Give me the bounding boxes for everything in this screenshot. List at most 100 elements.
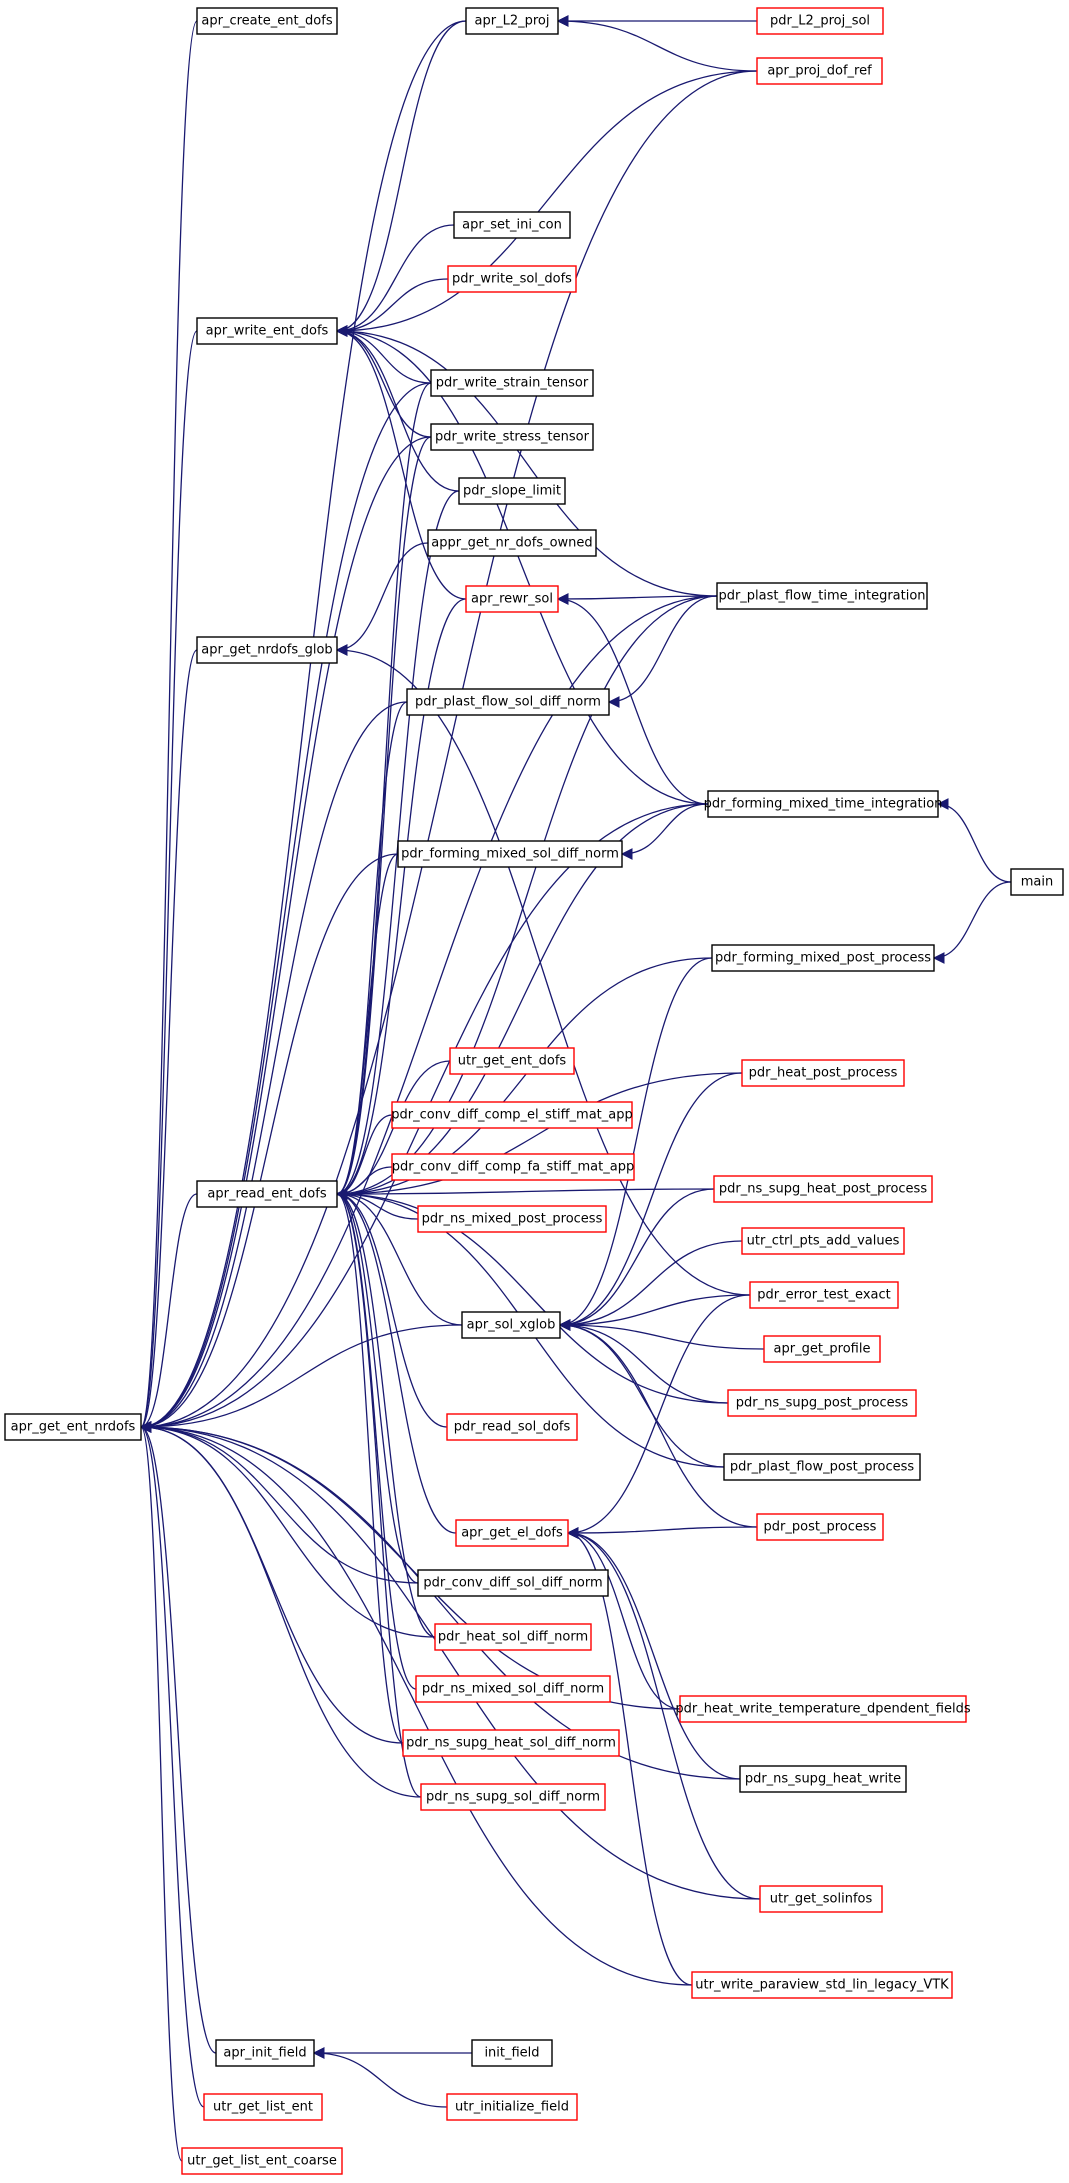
node-pdr_write_strain_tensor[interactable]: pdr_write_strain_tensor <box>430 369 594 397</box>
call-edge-apr_get_el_dofs-to-apr_read_ent_dofs <box>335 1188 457 1534</box>
call-edge-apr_get_profile-to-apr_sol_xglob <box>558 1319 765 1350</box>
call-edge-pdr_ns_supg_heat_write-to-apr_get_ent_nrdofs <box>139 1421 741 1780</box>
node-box <box>415 1675 611 1703</box>
node-label: pdr_forming_mixed_time_integration <box>704 797 943 812</box>
node-utr_ctrl_pts_add_values[interactable]: utr_ctrl_pts_add_values <box>741 1227 905 1255</box>
node-label: appr_get_nr_dofs_owned <box>431 536 592 551</box>
node-utr_get_list_ent_coarse[interactable]: utr_get_list_ent_coarse <box>181 2147 343 2175</box>
node-pdr_ns_supg_sol_diff_norm[interactable]: pdr_ns_supg_sol_diff_norm <box>420 1783 606 1811</box>
node-box <box>391 1101 633 1129</box>
call-edge-pdr_plast_flow_time_integration-to-pdr_plast_flow_sol_diff_norm <box>607 595 718 708</box>
node-main[interactable]: main <box>1010 868 1064 896</box>
node-utr_get_solinfos[interactable]: utr_get_solinfos <box>759 1885 883 1913</box>
node-pdr_plast_flow_time_integration[interactable]: pdr_plast_flow_time_integration <box>716 582 928 610</box>
node-apr_get_el_dofs[interactable]: apr_get_el_dofs <box>455 1519 569 1547</box>
call-edge-pdr_error_test_exact-to-apr_get_nrdofs_glob <box>335 644 751 1296</box>
call-edge-pdr_write_strain_tensor-to-apr_write_ent_dofs <box>335 325 432 384</box>
node-pdr_slope_limit[interactable]: pdr_slope_limit <box>458 477 566 505</box>
node-pdr_heat_post_process[interactable]: pdr_heat_post_process <box>741 1059 905 1087</box>
node-pdr_conv_diff_sol_diff_norm[interactable]: pdr_conv_diff_sol_diff_norm <box>417 1569 609 1597</box>
node-label: pdr_L2_proj_sol <box>770 14 870 29</box>
node-label: utr_ctrl_pts_add_values <box>747 1234 900 1249</box>
call-edge-apr_get_nrdofs_glob-to-apr_get_ent_nrdofs <box>139 649 198 1433</box>
call-edge-apr_create_ent_dofs-to-apr_get_ent_nrdofs <box>139 20 198 1433</box>
call-edge-pdr_plast_flow_time_integration-to-apr_write_ent_dofs <box>335 325 718 597</box>
node-apr_sol_xglob[interactable]: apr_sol_xglob <box>461 1311 561 1339</box>
node-label: pdr_ns_supg_heat_write <box>745 1772 901 1787</box>
call-edge-apr_L2_proj-to-apr_write_ent_dofs <box>335 20 467 337</box>
node-label: utr_get_ent_dofs <box>458 1054 567 1069</box>
node-pdr_conv_diff_comp_el_stiff_mat_app[interactable]: pdr_conv_diff_comp_el_stiff_mat_app <box>391 1101 633 1129</box>
node-label: init_field <box>484 2046 539 2061</box>
node-pdr_L2_proj_sol[interactable]: pdr_L2_proj_sol <box>756 7 884 35</box>
node-apr_rewr_sol[interactable]: apr_rewr_sol <box>465 585 559 613</box>
node-pdr_ns_mixed_sol_diff_norm[interactable]: pdr_ns_mixed_sol_diff_norm <box>415 1675 611 1703</box>
node-box <box>759 1885 883 1913</box>
call-edge-utr_write_paraview_std_lin_legacy_VTK-to-apr_get_ent_nrdofs <box>139 1421 693 1986</box>
node-pdr_ns_supg_heat_write[interactable]: pdr_ns_supg_heat_write <box>739 1765 907 1793</box>
node-pdr_forming_mixed_time_integration[interactable]: pdr_forming_mixed_time_integration <box>704 790 943 818</box>
node-box <box>741 1059 905 1087</box>
node-pdr_read_sol_dofs[interactable]: pdr_read_sol_dofs <box>446 1413 578 1441</box>
node-pdr_ns_supg_post_process[interactable]: pdr_ns_supg_post_process <box>727 1389 917 1417</box>
node-apr_read_ent_dofs[interactable]: apr_read_ent_dofs <box>196 1180 338 1208</box>
node-pdr_post_process[interactable]: pdr_post_process <box>756 1513 884 1541</box>
node-pdr_forming_mixed_post_process[interactable]: pdr_forming_mixed_post_process <box>711 944 935 972</box>
node-pdr_ns_mixed_post_process[interactable]: pdr_ns_mixed_post_process <box>417 1205 607 1233</box>
call-edge-pdr_write_strain_tensor-to-apr_get_ent_nrdofs <box>139 382 432 1433</box>
node-box <box>741 1227 905 1255</box>
node-appr_get_nr_dofs_owned[interactable]: appr_get_nr_dofs_owned <box>427 529 597 557</box>
call-edge-pdr_heat_post_process-to-apr_sol_xglob <box>558 1072 743 1331</box>
node-apr_set_ini_con[interactable]: apr_set_ini_con <box>453 211 571 239</box>
edges-layer <box>139 15 1012 2162</box>
node-box <box>406 688 610 716</box>
node-apr_proj_dof_ref[interactable]: apr_proj_dof_ref <box>756 57 883 85</box>
node-pdr_plast_flow_sol_diff_norm[interactable]: pdr_plast_flow_sol_diff_norm <box>406 688 610 716</box>
node-pdr_ns_supg_heat_post_process[interactable]: pdr_ns_supg_heat_post_process <box>713 1175 933 1203</box>
call-edge-utr_get_list_ent-to-apr_get_ent_nrdofs <box>139 1421 205 2108</box>
node-pdr_heat_sol_diff_norm[interactable]: pdr_heat_sol_diff_norm <box>434 1623 592 1651</box>
node-label: pdr_conv_diff_sol_diff_norm <box>423 1576 602 1591</box>
node-pdr_plast_flow_post_process[interactable]: pdr_plast_flow_post_process <box>723 1453 921 1481</box>
node-label: utr_get_list_ent_coarse <box>187 2154 337 2169</box>
call-edge-utr_ctrl_pts_add_values-to-apr_sol_xglob <box>558 1240 743 1331</box>
call-edge-pdr_forming_mixed_time_integration-to-pdr_forming_mixed_sol_diff_norm <box>620 803 709 860</box>
call-edge-pdr_error_test_exact-to-apr_get_el_dofs <box>566 1294 751 1539</box>
call-edge-apr_proj_dof_ref-to-apr_L2_proj <box>556 15 758 72</box>
node-pdr_forming_mixed_sol_diff_norm[interactable]: pdr_forming_mixed_sol_diff_norm <box>397 840 623 868</box>
node-label: apr_get_nrdofs_glob <box>201 643 332 658</box>
node-label: utr_get_solinfos <box>770 1892 873 1907</box>
call-edge-pdr_forming_mixed_post_process-to-apr_sol_xglob <box>558 957 713 1331</box>
call-edge-appr_get_nr_dofs_owned-to-apr_get_nrdofs_glob <box>335 542 429 656</box>
node-apr_write_ent_dofs[interactable]: apr_write_ent_dofs <box>196 317 338 345</box>
call-edge-pdr_write_sol_dofs-to-apr_write_ent_dofs <box>335 278 449 337</box>
node-apr_L2_proj[interactable]: apr_L2_proj <box>465 7 559 35</box>
node-apr_get_nrdofs_glob[interactable]: apr_get_nrdofs_glob <box>196 636 338 664</box>
node-utr_get_list_ent[interactable]: utr_get_list_ent <box>203 2093 323 2121</box>
call-edge-pdr_read_sol_dofs-to-apr_read_ent_dofs <box>335 1188 448 1428</box>
node-label: utr_write_paraview_std_lin_legacy_VTK <box>695 1978 949 1993</box>
node-pdr_conv_diff_comp_fa_stiff_mat_app[interactable]: pdr_conv_diff_comp_fa_stiff_mat_app <box>391 1153 635 1181</box>
node-label: pdr_forming_mixed_sol_diff_norm <box>401 847 619 862</box>
node-apr_init_field[interactable]: apr_init_field <box>215 2039 315 2067</box>
node-pdr_heat_write_temperature_dpendent_fields[interactable]: pdr_heat_write_temperature_dpendent_fiel… <box>675 1695 971 1723</box>
node-init_field[interactable]: init_field <box>471 2039 553 2067</box>
node-pdr_ns_supg_heat_sol_diff_norm[interactable]: pdr_ns_supg_heat_sol_diff_norm <box>402 1729 620 1757</box>
call-edge-apr_read_ent_dofs-to-apr_get_ent_nrdofs <box>139 1193 198 1433</box>
node-label: pdr_conv_diff_comp_fa_stiff_mat_app <box>392 1160 634 1175</box>
call-edge-apr_init_field-to-apr_get_ent_nrdofs <box>139 1421 217 2054</box>
node-label: pdr_heat_sol_diff_norm <box>438 1630 588 1645</box>
call-edge-pdr_post_process-to-apr_sol_xglob <box>558 1319 758 1528</box>
node-apr_create_ent_dofs[interactable]: apr_create_ent_dofs <box>196 7 338 35</box>
call-edge-apr_write_ent_dofs-to-apr_get_ent_nrdofs <box>139 330 198 1433</box>
node-pdr_write_sol_dofs[interactable]: pdr_write_sol_dofs <box>447 265 577 293</box>
node-box <box>446 2093 578 2121</box>
node-utr_get_ent_dofs[interactable]: utr_get_ent_dofs <box>449 1047 575 1075</box>
call-edge-pdr_heat_post_process-to-apr_read_ent_dofs <box>335 1072 743 1200</box>
node-utr_write_paraview_std_lin_legacy_VTK[interactable]: utr_write_paraview_std_lin_legacy_VTK <box>691 1971 953 1999</box>
node-apr_get_profile[interactable]: apr_get_profile <box>763 1335 881 1363</box>
node-pdr_write_stress_tensor[interactable]: pdr_write_stress_tensor <box>430 423 594 451</box>
node-pdr_error_test_exact[interactable]: pdr_error_test_exact <box>749 1281 899 1309</box>
node-utr_initialize_field[interactable]: utr_initialize_field <box>446 2093 578 2121</box>
